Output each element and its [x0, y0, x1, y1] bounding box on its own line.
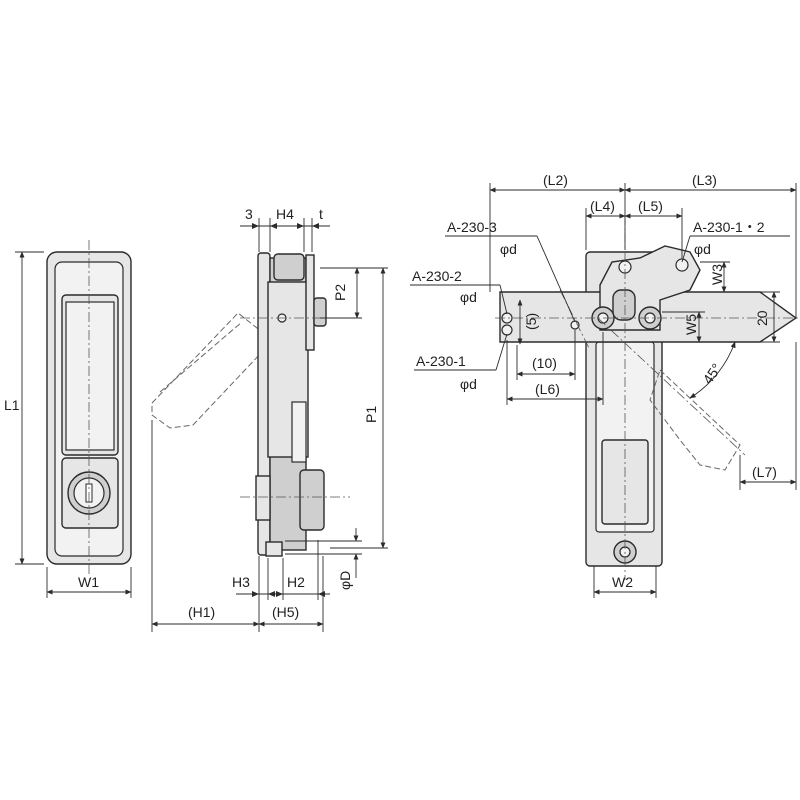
label-H2: H2: [287, 574, 305, 590]
label-45: 45°: [699, 360, 724, 387]
label-5: (5): [523, 313, 539, 330]
label-L2: (L2): [543, 172, 568, 188]
label-phid-a230-1-2: φd: [694, 241, 711, 257]
label-L3: (L3): [692, 172, 717, 188]
label-A230-2: A-230-2: [412, 268, 462, 284]
label-phid-a230-1: φd: [460, 376, 477, 392]
label-t: t: [319, 206, 323, 222]
label-phiD: φD: [337, 571, 353, 590]
label-L7: (L7): [752, 464, 777, 480]
label-L6: (L6): [535, 381, 560, 397]
label-H1: (H1): [188, 604, 215, 620]
label-A230-1-2: A-230-1・2: [693, 219, 765, 235]
label-phid-a230-3: φd: [500, 241, 517, 257]
label-W3: W3: [709, 264, 725, 285]
label-W5: W5: [683, 314, 699, 335]
label-3: 3: [245, 206, 253, 222]
label-P2: P2: [332, 284, 348, 301]
label-W1: W1: [78, 574, 99, 590]
label-H3: H3: [232, 574, 250, 590]
label-L1: L1: [4, 397, 20, 413]
label-L5: (L5): [638, 198, 663, 214]
label-L4: (L4): [590, 198, 615, 214]
label-10: (10): [532, 355, 557, 371]
rear-view: [410, 183, 800, 598]
label-A230-1: A-230-1: [416, 353, 466, 369]
label-H4: H4: [276, 206, 294, 222]
front-view: [15, 240, 132, 598]
dimension-labels: L1 W1 3 H4 t P2 P1 φD H3 H2 (H1) (H5) (L…: [4, 172, 777, 620]
label-H5: (H5): [272, 604, 299, 620]
label-A230-3: A-230-3: [447, 219, 497, 235]
label-20: 20: [754, 310, 770, 326]
label-W2: W2: [612, 574, 633, 590]
label-phid-a230-2: φd: [460, 289, 477, 305]
side-view: [151, 218, 388, 632]
label-P1: P1: [363, 406, 379, 423]
